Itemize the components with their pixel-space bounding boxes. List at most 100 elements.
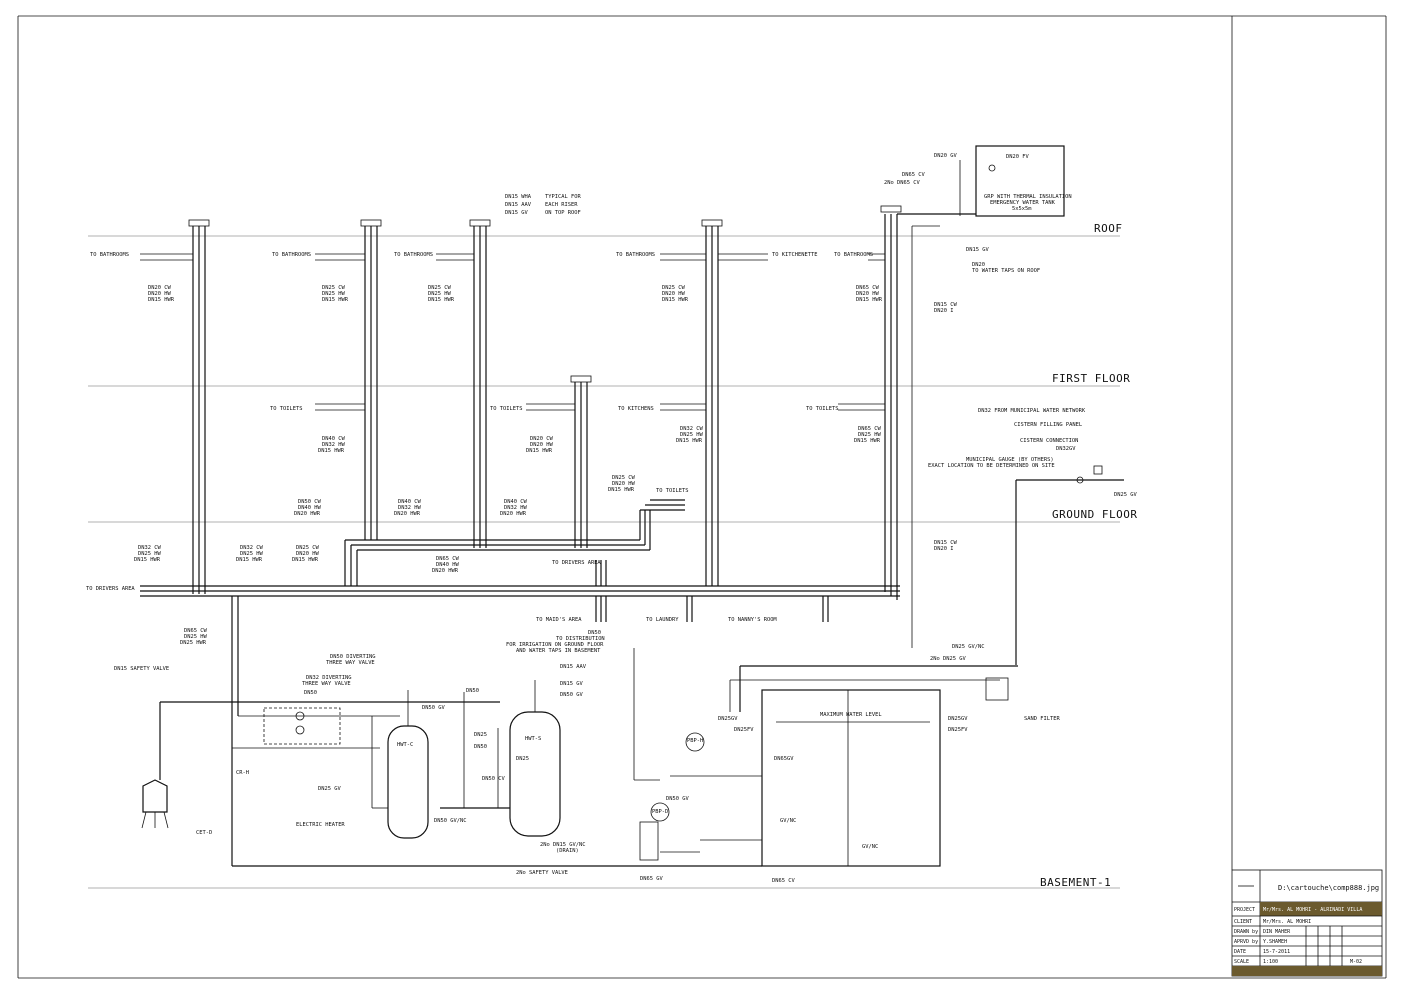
label-ff-dn15cw: DN15 CW (934, 302, 957, 308)
label-gf-g1a: DN40 CW (322, 436, 345, 442)
floor-label-ground: GROUND FLOOR (1052, 508, 1137, 521)
label-dn20fv: DN20 FV (1006, 154, 1029, 160)
label-to-kitchenette: TO KITCHENETTE (772, 252, 817, 258)
label-ff-r3c: DN15 HWR (428, 297, 455, 303)
label-safety-valve-2: 2No SAFETY VALVE (516, 870, 568, 876)
label-ff-r2c: DN15 HWR (322, 297, 349, 303)
label-d1c: DN20 HWR (294, 511, 321, 517)
label-b-dn50: DN50 (304, 690, 317, 696)
label-gf-dn25gv: DN25 GV (1114, 492, 1137, 498)
label-irrigation-3: FOR IRRIGATION ON GROUND FLOOR (506, 642, 604, 648)
label-ff-r5b: DN20 HW (856, 291, 879, 297)
label-to-toilets-4: TO TOILETS (656, 488, 688, 494)
label-dn15gv-roof: DN15 GV (966, 247, 989, 253)
title-filename: D:\cartouche\comp888.jpg (1278, 884, 1379, 892)
label-b-dn25b: DN25 (516, 756, 529, 762)
label-electric-heater: ELECTRIC HEATER (296, 822, 345, 828)
label-d7a: DN65 CW (436, 556, 459, 562)
label-gf-g4b: DN25 HW (858, 432, 881, 438)
label-to-nannys-room: TO NANNY'S ROOM (728, 617, 777, 623)
label-div1a: DN50 DIVERTING (330, 654, 375, 660)
label-d7c: DN20 HWR (432, 568, 459, 574)
label-to-toilets-2: TO TOILETS (490, 406, 522, 412)
label-gf-g4c: DN15 HWR (854, 438, 881, 444)
label-b-dn15gv: DN15 GV (560, 681, 583, 687)
label-ff-r3b: DN25 HW (428, 291, 451, 297)
label-irrigation-2: TO DISTRIBUTION (556, 636, 605, 642)
floor-label-basement: BASEMENT-1 (1040, 876, 1111, 889)
label-tank-1: GRP WITH THERMAL INSULATION (984, 194, 1072, 200)
label-typical-3: ON TOP ROOF (545, 210, 581, 216)
label-riser-top-3: DN15 GV (505, 210, 528, 216)
ground-floor-labels: TO TOILETS TO TOILETS TO KITCHENS TO TOI… (270, 406, 1137, 552)
label-drain-2: (DRAIN) (556, 848, 579, 854)
label-ff-r1a: DN20 CW (148, 285, 171, 291)
label-b-dn65cv: DN65 CV (772, 878, 795, 884)
label-dn25gv-right: DN25GV (948, 716, 968, 722)
label-b-dn50gv: DN50 GV (422, 705, 445, 711)
title-scale-value: 1:100 (1263, 959, 1278, 965)
label-b1c: DN25 HWR (180, 640, 207, 646)
label-ff-r4a: DN25 CW (662, 285, 685, 291)
label-pump-1: PBP-H (687, 738, 703, 744)
label-b-dn50cv: DN50 CV (482, 776, 505, 782)
label-ff-r5c: DN15 HWR (856, 297, 883, 303)
label-typical-2: EACH RISER (545, 202, 578, 208)
title-scale-label: SCALE (1234, 959, 1249, 965)
first-floor-branch-stubs (140, 253, 885, 261)
label-gf-g5b: DN20 HW (612, 481, 635, 487)
title-date-label: DATE (1234, 949, 1246, 955)
label-gf-g2b: DN20 HW (530, 442, 553, 448)
label-municipal-1: DN32 FROM MUNICIPAL WATER NETWORK (978, 408, 1086, 414)
label-gf-g1c: DN15 HWR (318, 448, 345, 454)
title-client-value: Mr/Mrs. AL MOHRI (1263, 919, 1311, 925)
label-d2b: DN32 HW (398, 505, 421, 511)
label-pump-2: PBP-D (652, 809, 668, 815)
label-d4b: DN25 HW (138, 551, 161, 557)
label-b-dn25gvnc: DN25 GV/NC (952, 644, 984, 650)
label-d5a: DN32 CW (240, 545, 263, 551)
sheet-frame (17, 15, 1387, 979)
label-to-toilets-1: TO TOILETS (270, 406, 302, 412)
label-d4a: DN32 CW (138, 545, 161, 551)
label-d6c: DN15 HWR (292, 557, 319, 563)
label-gf-g2a: DN20 CW (530, 436, 553, 442)
label-to-bathrooms-1: TO BATHROOMS (90, 252, 129, 258)
label-safety-valve: DN15 SAFETY VALVE (114, 666, 169, 672)
label-municipal-2: CISTERN FILLING PANEL (1014, 422, 1082, 428)
label-div2a: DN32 DIVERTING (306, 675, 351, 681)
label-b-dn65gv: DN65GV (774, 756, 794, 762)
label-gf-dn20i: DN20 I (934, 546, 953, 552)
label-d3a: DN40 CW (504, 499, 527, 505)
label-gvnc-2: GV/NC (862, 844, 878, 850)
label-riser-top-1: DN15 WHA (505, 194, 532, 200)
label-ff-r5a: DN65 CW (856, 285, 879, 291)
label-to-drivers-area-2: TO DRIVERS AREA (552, 560, 601, 566)
basement-labels: DN65 CW DN25 HW DN25 HWR DN15 SAFETY VAL… (114, 628, 1060, 884)
riser-top-fittings (188, 205, 902, 383)
hot-water-system (159, 596, 762, 867)
label-d6a: DN25 CW (296, 545, 319, 551)
label-d1a: DN50 CW (298, 499, 321, 505)
expansion-tank (141, 779, 169, 829)
label-dn20-roof: DN20 (972, 262, 985, 268)
label-ff-dn20i: DN20 I (934, 308, 953, 314)
label-gvnc-1: GV/NC (780, 818, 796, 824)
label-to-drivers-area-1: TO DRIVERS AREA (86, 586, 135, 592)
label-ff-r1b: DN20 HW (148, 291, 171, 297)
label-d7b: DN40 HW (436, 562, 459, 568)
title-date-value: 15-7-2011 (1263, 949, 1290, 955)
label-dn65cv-roof: DN65 CV (902, 172, 925, 178)
label-dn65cv2-roof: 2No DN65 CV (884, 180, 920, 186)
label-ff-r3a: DN25 CW (428, 285, 451, 291)
label-dn25fv-left: DN25FV (734, 727, 754, 733)
label-gf-g5c: DN15 HWR (608, 487, 635, 493)
label-ff-r1c: DN15 HWR (148, 297, 175, 303)
label-typical-1: TYPICAL FOR (545, 194, 581, 200)
label-dn20gv-roof: DN20 GV (934, 153, 957, 159)
label-b-dn65gv2: DN65 GV (640, 876, 663, 882)
floor-label-roof: ROOF (1094, 222, 1123, 235)
label-d1b: DN40 HW (298, 505, 321, 511)
label-drain-1: 2No DN15 GV/NC (540, 842, 585, 848)
label-gf-g3c: DN15 HWR (676, 438, 703, 444)
